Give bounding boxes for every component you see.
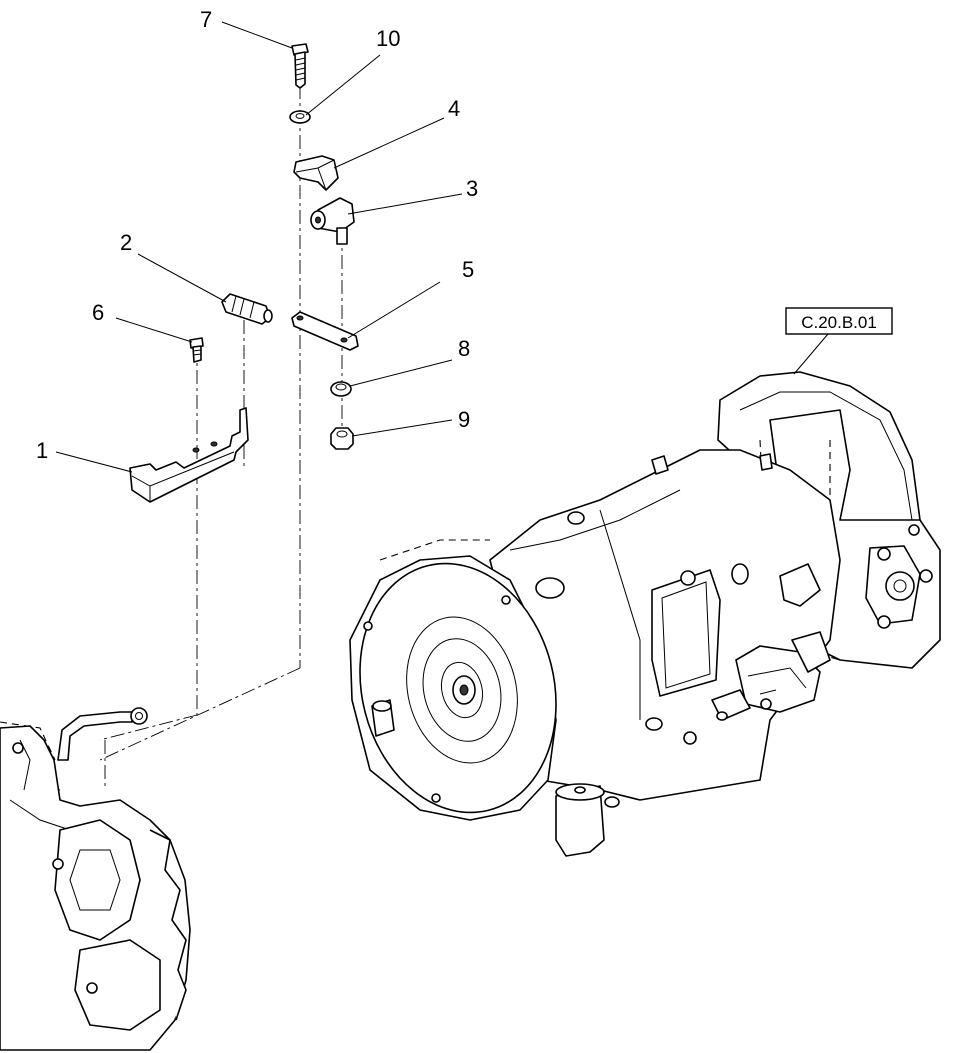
- part-1-bracket[interactable]: [129, 407, 249, 503]
- part-2-sensor[interactable]: [221, 293, 273, 325]
- callout-4: 4: [448, 96, 460, 121]
- callout-7: 7: [200, 7, 212, 32]
- leader-lines: [55, 21, 463, 473]
- callout-2: 2: [120, 230, 132, 255]
- engine-partial-view: [0, 707, 191, 1051]
- callout-1: 1: [36, 438, 48, 463]
- reference-box-c20b01[interactable]: C.20.B.01: [785, 307, 893, 375]
- callout-5: 5: [462, 257, 474, 282]
- callout-3: 3: [466, 176, 478, 201]
- callout-9: 9: [458, 407, 470, 432]
- part-7-bolt[interactable]: [291, 43, 309, 89]
- part-5-link-plate[interactable]: [291, 311, 359, 351]
- callout-6: 6: [92, 300, 104, 325]
- part-10-washer[interactable]: [289, 110, 311, 124]
- callout-8: 8: [458, 336, 470, 361]
- part-6-screw[interactable]: [189, 337, 204, 363]
- part-4-clamp-block[interactable]: [293, 155, 339, 191]
- reference-box-label: C.20.B.01: [801, 313, 877, 332]
- part-8-lock-washer[interactable]: [330, 381, 352, 397]
- transmission-assembly: [349, 371, 941, 857]
- callout-10: 10: [376, 26, 400, 51]
- callout-numbers: 7 10 4 3 2 5 6 8 9 1: [36, 7, 478, 463]
- part-9-nut[interactable]: [330, 427, 354, 450]
- part-3-ball-joint[interactable]: [310, 197, 355, 245]
